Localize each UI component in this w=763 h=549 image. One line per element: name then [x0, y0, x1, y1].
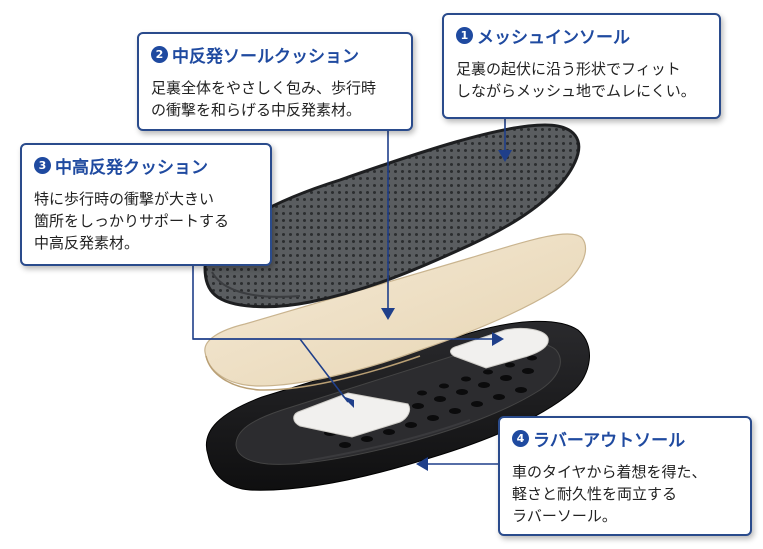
callout-text-line: しながらメッシュ地でムレにくい。 [456, 82, 696, 100]
callout-firm-cushion: 3 中高反発クッション 特に歩行時の衝撃が大きい 箇所をしっかりサポートする 中… [20, 143, 272, 266]
number-badge-2: 2 [151, 46, 168, 63]
callout-text-line: 車のタイヤから着想を得た、 [512, 463, 707, 481]
mid-cushion-layer [204, 233, 587, 391]
firm-cushion-pads [293, 327, 549, 438]
callout-title: メッシュインソール [477, 28, 630, 48]
callout-text-line: ラバーソール。 [512, 507, 617, 525]
callout-text-line: 軽さと耐久性を両立する [512, 485, 678, 503]
connector-arrowheads [342, 150, 512, 471]
callout-text-line: の衝撃を和らげる中反発素材。 [151, 101, 362, 119]
callout-text-line: 足裏の起伏に沿う形状でフィット [456, 60, 681, 78]
callout-mid-cushion: 2 中反発ソールクッション 足裏全体をやさしく包み、歩行時 の衝撃を和らげる中反… [137, 32, 413, 131]
mesh-insole [203, 123, 581, 309]
callout-rubber-outsole: 4 ラバーアウトソール 車のタイヤから着想を得た、 軽さと耐久性を両立する ラバ… [498, 416, 752, 536]
number-badge-3: 3 [34, 157, 51, 174]
callout-title: ラバーアウトソール [533, 431, 686, 451]
callout-title: 中高反発クッション [55, 158, 208, 178]
callout-connectors [192, 119, 506, 465]
callout-text-line: 特に歩行時の衝撃が大きい [34, 190, 215, 208]
number-badge-1: 1 [456, 27, 473, 44]
callout-text-line: 中高反発素材。 [34, 234, 140, 252]
callout-mesh-insole: 1 メッシュインソール 足裏の起伏に沿う形状でフィット しながらメッシュ地でムレ… [442, 13, 721, 119]
number-badge-4: 4 [512, 430, 529, 447]
callout-text-line: 足裏全体をやさしく包み、歩行時 [151, 79, 377, 97]
callout-title: 中反発ソールクッション [172, 47, 359, 67]
callout-text-line: 箇所をしっかりサポートする [34, 212, 230, 230]
